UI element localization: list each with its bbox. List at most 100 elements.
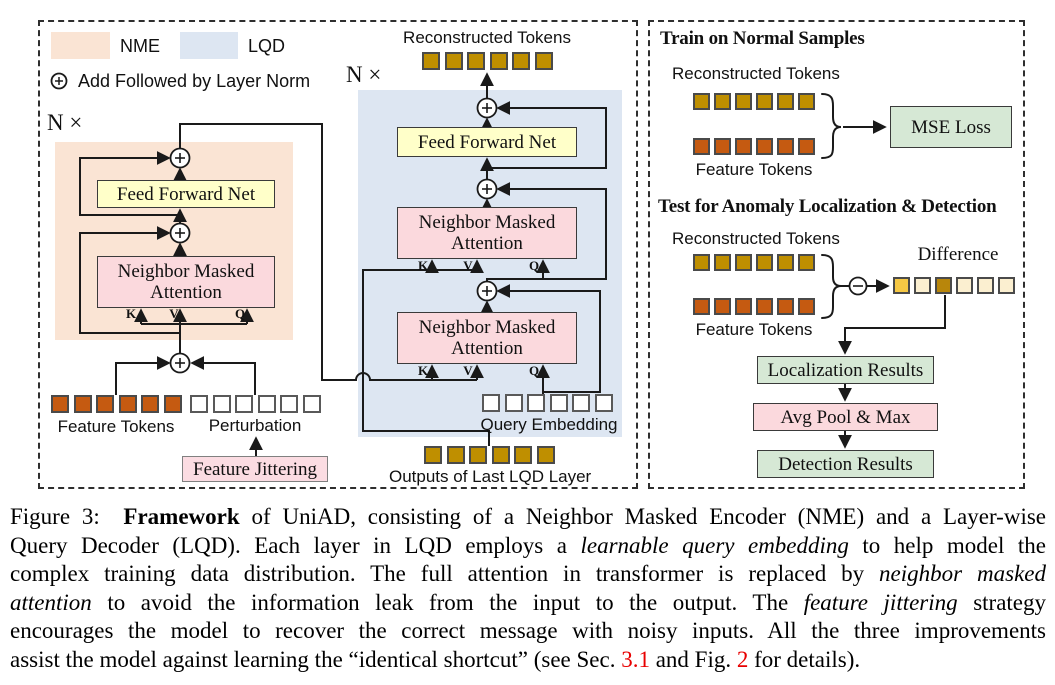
nma-label-line1: Neighbor Masked xyxy=(418,317,556,338)
caption-segment: Figure 3: xyxy=(10,504,124,529)
query-embedding-label: Query Embedding xyxy=(480,415,618,434)
legend-add-note: Add Followed by Layer Norm xyxy=(78,71,311,91)
token-square xyxy=(444,52,463,70)
caption-line: encourages the model to recover the corr… xyxy=(10,617,1046,646)
caption-line: Query Decoder (LQD). Each layer in LQD e… xyxy=(10,532,1046,561)
token-square xyxy=(534,52,553,70)
caption-segment: for details). xyxy=(748,646,861,672)
detection-results-box: Detection Results xyxy=(757,450,934,478)
token-square xyxy=(572,394,590,412)
nme-v-label: V xyxy=(169,306,179,321)
caption-segment: Query Decoder (LQD). Each layer in LQD e… xyxy=(10,532,581,558)
perturbation-label: Perturbation xyxy=(208,416,302,435)
token-square xyxy=(998,277,1015,294)
token-square xyxy=(212,395,231,413)
token-square xyxy=(935,277,952,294)
token-square xyxy=(714,254,731,271)
lqd-attention-box-lower: Neighbor Masked Attention xyxy=(397,312,577,364)
train-reconstructed-label: Reconstructed Tokens xyxy=(672,64,840,83)
test-reconstructed-label: Reconstructed Tokens xyxy=(672,229,840,248)
caption-segment: complex training data distribution. The … xyxy=(10,561,880,586)
add-norm-icons xyxy=(50,72,868,374)
add-norm-icon xyxy=(169,222,191,244)
caption-segment: neighbor masked xyxy=(879,561,1046,586)
legend-nme-swatch xyxy=(51,32,110,59)
token-square xyxy=(956,277,973,294)
caption-segment: and Fig. xyxy=(649,646,737,672)
token-square xyxy=(491,446,510,464)
token-square xyxy=(777,138,794,155)
nma-label-line2: Attention xyxy=(451,338,523,359)
caption-segment: Framework xyxy=(123,504,240,529)
token-square xyxy=(756,298,773,315)
token-square xyxy=(756,254,773,271)
figure-caption: Figure 3: Framework of UniAD, consisting… xyxy=(10,503,1046,674)
token-square xyxy=(527,394,545,412)
ffn-label: Feed Forward Net xyxy=(116,183,256,205)
nme-to-lqd-wire xyxy=(179,123,484,381)
lqd-wires xyxy=(362,72,607,446)
token-square xyxy=(693,254,710,271)
token-square xyxy=(549,394,568,412)
token-square xyxy=(482,394,500,412)
caption-segment: encourages the model to recover the corr… xyxy=(10,618,1046,643)
add-norm-icon xyxy=(476,178,498,200)
framework-panel-border xyxy=(38,20,638,489)
token-square xyxy=(141,395,159,413)
caption-line: complex training data distribution. The … xyxy=(10,560,1046,589)
feature-jittering-label: Feature Jittering xyxy=(193,458,317,480)
lqd-reconstructed-label: Reconstructed Tokens xyxy=(403,28,571,47)
token-square xyxy=(735,93,752,110)
token-square xyxy=(756,138,773,155)
caption-segment: attention xyxy=(10,589,92,615)
caption-segment: to help model the xyxy=(848,532,1046,558)
lqd-upper-v-label: V xyxy=(463,258,473,273)
caption-line: attention to avoid the information leak … xyxy=(10,589,1046,618)
caption-segment: learnable query embedding xyxy=(580,532,849,558)
caption-line: Figure 3: Framework of UniAD, consisting… xyxy=(10,503,1046,532)
mse-loss-box: MSE Loss xyxy=(890,106,1012,148)
ffn-label: Feed Forward Net xyxy=(417,131,557,153)
detection-results-label: Detection Results xyxy=(778,453,913,475)
token-square xyxy=(777,93,794,110)
token-square xyxy=(914,277,931,294)
token-square xyxy=(257,395,276,413)
token-square xyxy=(446,446,465,464)
token-square xyxy=(512,52,530,70)
difference-label: Difference xyxy=(917,244,999,265)
token-square xyxy=(798,93,815,110)
feature-jittering-box: Feature Jittering xyxy=(182,456,328,482)
nma-label-line1: Neighbor Masked xyxy=(418,212,556,233)
token-square xyxy=(735,298,752,315)
caption-segment: strategy xyxy=(957,589,1047,615)
token-square xyxy=(467,52,485,70)
lqd-repeat-label: N × xyxy=(346,62,382,87)
mse-loss-label: MSE Loss xyxy=(911,116,991,138)
difference-tokens-row xyxy=(893,277,1015,294)
token-square xyxy=(594,394,613,412)
feature-tokens-row xyxy=(51,395,182,413)
test-reconstructed-row xyxy=(693,254,815,271)
token-square xyxy=(693,93,710,110)
token-square xyxy=(777,254,794,271)
lqd-reconstructed-row xyxy=(422,52,553,70)
test-feature-row xyxy=(693,298,815,315)
lqd-lower-k-label: K xyxy=(417,363,429,378)
caption-segment: feature jittering xyxy=(803,589,958,615)
avgpool-max-label: Avg Pool & Max xyxy=(780,406,911,428)
caption-segment: of UniAD, consisting of a Neighbor Maske… xyxy=(239,504,1046,529)
token-square xyxy=(514,446,532,464)
nme-attention-box: Neighbor Masked Attention xyxy=(97,256,275,308)
token-square xyxy=(735,254,752,271)
train-test-panel-border xyxy=(648,20,1025,489)
lqd-lower-q-label: Q xyxy=(528,363,540,378)
add-norm-icon xyxy=(169,352,191,374)
token-square xyxy=(693,138,710,155)
test-title: Test for Anomaly Localization & Detectio… xyxy=(658,196,997,217)
token-square xyxy=(735,138,752,155)
nme-ffn-box: Feed Forward Net xyxy=(97,180,275,208)
token-square xyxy=(235,395,253,413)
avgpool-max-box: Avg Pool & Max xyxy=(753,403,938,431)
nme-repeat-label: N × xyxy=(47,110,83,135)
token-square xyxy=(469,446,487,464)
